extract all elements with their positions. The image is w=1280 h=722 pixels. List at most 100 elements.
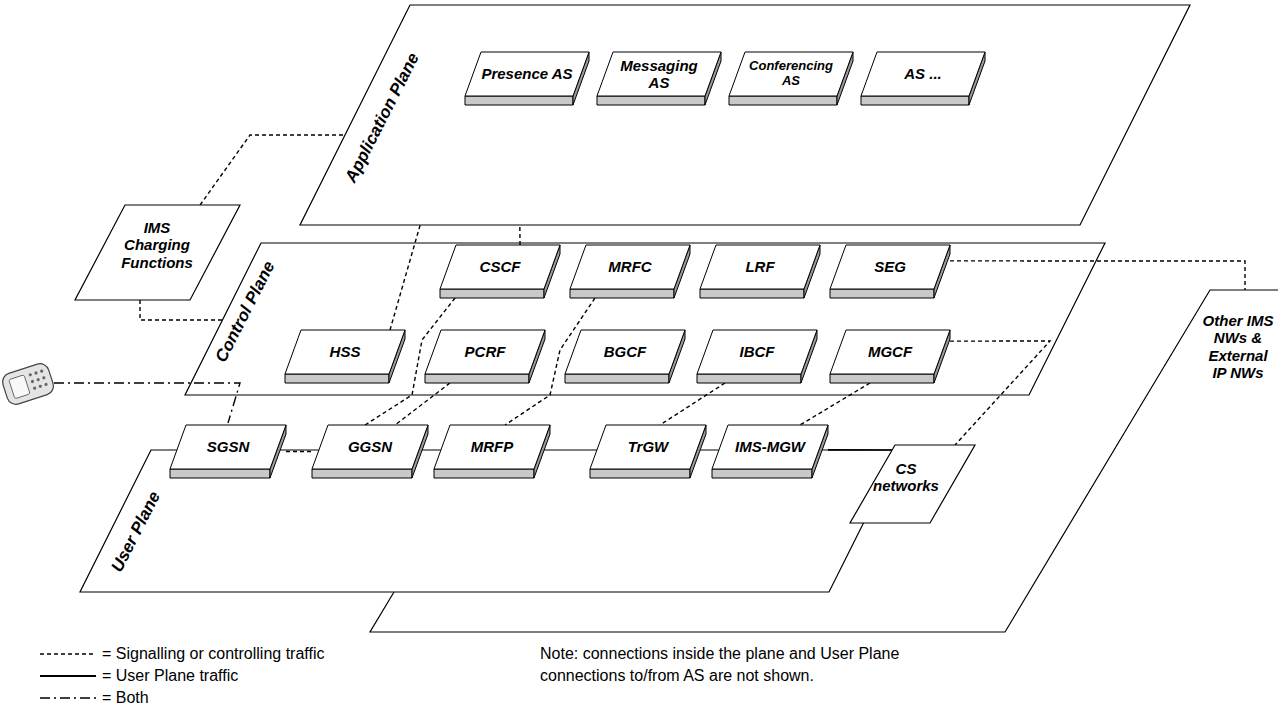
function-box: TrGW xyxy=(590,425,706,478)
function-name: GGSN xyxy=(324,427,416,467)
signalling-link xyxy=(390,225,420,330)
function-box: CSCF xyxy=(440,245,560,298)
box-top xyxy=(425,330,545,374)
plane-band: Application PlanePresence ASMessaging AS… xyxy=(300,5,1190,225)
phone-key xyxy=(28,373,32,377)
box-front xyxy=(565,374,669,383)
function-box: Conferencing AS xyxy=(729,52,853,105)
function-name: Messaging AS xyxy=(609,54,709,94)
box-front xyxy=(729,96,837,105)
plane-band: User PlaneSGSNGGSNMRFPTrGWIMS-MGW xyxy=(80,450,900,592)
legend-row: = Signalling or controlling traffic xyxy=(38,644,325,664)
box-top xyxy=(465,52,589,96)
function-box: SGSN xyxy=(170,425,286,478)
function-name: IBCF xyxy=(709,332,805,372)
box-front xyxy=(570,289,674,298)
legend-line xyxy=(40,697,96,698)
network-box: Other IMS NWs & External IP NWs xyxy=(1132,290,1278,420)
box-front xyxy=(700,289,804,298)
box-top xyxy=(597,52,721,96)
legend-text: = Signalling or controlling traffic xyxy=(102,645,325,663)
signalling-link xyxy=(395,383,450,425)
network-shape xyxy=(1132,290,1278,420)
signalling-link xyxy=(950,341,1050,445)
signalling-link xyxy=(140,300,222,320)
box-top xyxy=(700,245,820,289)
mobile-terminal xyxy=(0,361,56,406)
phone-key xyxy=(40,369,44,373)
box-top xyxy=(170,425,286,469)
function-box: MRFC xyxy=(570,245,690,298)
box-front xyxy=(434,469,534,478)
plane-shape xyxy=(185,243,1105,395)
box-top xyxy=(590,425,706,469)
box-front xyxy=(590,469,690,478)
function-box: MRFP xyxy=(434,425,550,478)
function-name: TrGW xyxy=(602,427,694,467)
function-box: MGCF xyxy=(830,330,950,383)
function-name: PCRF xyxy=(437,332,533,372)
external-plane-outline xyxy=(370,420,1132,632)
network-name: IMS Charging Functions xyxy=(117,219,197,271)
box-front xyxy=(597,96,705,105)
network-name: Other IMS NWs & External IP NWs xyxy=(1200,312,1276,381)
signalling-link xyxy=(200,135,345,205)
box-top xyxy=(312,425,428,469)
box-front xyxy=(440,289,544,298)
box-top xyxy=(697,330,817,374)
box-top xyxy=(285,330,405,374)
box-top xyxy=(729,52,853,96)
plane-outline xyxy=(300,5,1190,225)
box-front xyxy=(830,374,934,383)
function-box: IBCF xyxy=(697,330,817,383)
function-box: IMS-MGW xyxy=(712,425,828,478)
function-name: HSS xyxy=(297,332,393,372)
legend-line xyxy=(40,653,96,654)
box-top xyxy=(712,425,828,469)
function-box: LRF xyxy=(700,245,820,298)
box-top xyxy=(565,330,685,374)
legend-text: = User Plane traffic xyxy=(102,667,238,685)
phone-key xyxy=(30,379,34,383)
function-name: Conferencing AS xyxy=(741,54,841,94)
phone-screen xyxy=(9,375,30,399)
function-name: MGCF xyxy=(842,332,938,372)
function-name: MRFC xyxy=(582,247,678,287)
box-front xyxy=(830,289,934,298)
function-box: SEG xyxy=(830,245,950,298)
signalling-link xyxy=(519,225,521,245)
plane-shape xyxy=(300,5,1190,225)
function-box: HSS xyxy=(285,330,405,383)
box-front xyxy=(697,374,801,383)
legend-sample xyxy=(38,666,98,686)
phone-key xyxy=(38,384,42,388)
function-box: AS ... xyxy=(861,52,985,105)
function-name: IMS-MGW xyxy=(724,427,816,467)
box-top xyxy=(830,245,950,289)
function-name: LRF xyxy=(712,247,808,287)
network-box: CS networks xyxy=(850,445,975,523)
legend-sample xyxy=(38,644,98,664)
phone-key xyxy=(33,386,37,390)
box-top xyxy=(830,330,950,374)
box-front xyxy=(712,469,812,478)
function-name: MRFP xyxy=(446,427,538,467)
box-front xyxy=(465,96,573,105)
network-edge xyxy=(1132,290,1278,420)
function-name: BGCF xyxy=(577,332,673,372)
function-name: SEG xyxy=(842,247,938,287)
plane-band: Control PlaneCSCFMRFCLRFSEGHSSPCRFBGCFIB… xyxy=(185,243,1105,395)
legend-line xyxy=(40,675,96,677)
box-front xyxy=(285,374,389,383)
box-front xyxy=(861,96,969,105)
box-top xyxy=(440,245,560,289)
phone-key xyxy=(34,371,38,375)
network-box: IMS Charging Functions xyxy=(75,205,240,300)
phone-key xyxy=(42,376,46,380)
plane-title: User Plane xyxy=(107,488,164,575)
network-shape xyxy=(75,205,240,300)
function-name: CSCF xyxy=(452,247,548,287)
signalling-link xyxy=(286,451,312,452)
function-name: Presence AS xyxy=(477,54,577,94)
function-box: Presence AS xyxy=(465,52,589,105)
